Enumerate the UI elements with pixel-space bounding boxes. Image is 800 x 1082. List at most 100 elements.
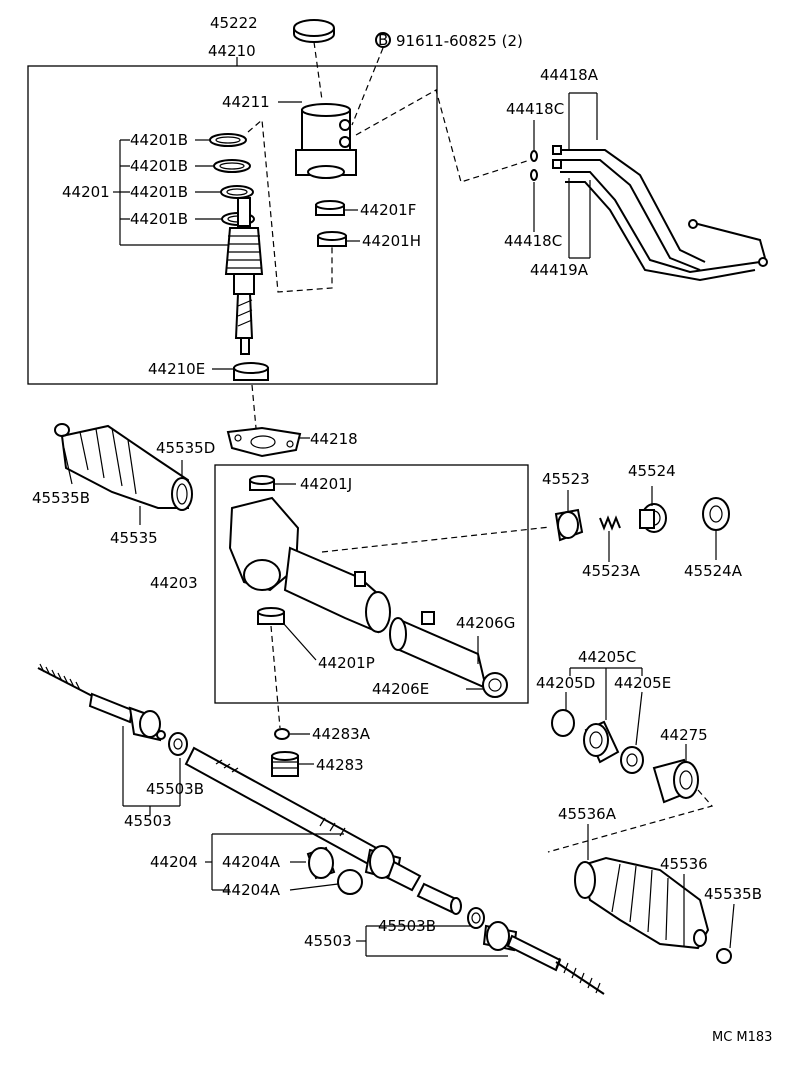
part-45535B-clip-right: [716, 948, 732, 964]
part-44201H-ring: [317, 231, 347, 247]
dash-44275-to-boot: [547, 789, 714, 853]
label-44205D: 44205D: [536, 674, 595, 692]
part-44201B-seal-1: [209, 133, 247, 147]
bolt-mark-letter: B: [378, 31, 388, 49]
box-44203-assembly: [214, 464, 529, 704]
label-44205C: 44205C: [578, 648, 636, 666]
label-45503-left: 45503: [124, 812, 172, 830]
label-91611-60825: 91611-60825 (2): [396, 32, 523, 50]
label-45503-right: 45503: [304, 932, 352, 950]
lead-45535B-right: [729, 903, 735, 949]
label-44205E: 44205E: [614, 674, 671, 692]
dash-bearing-to-gasket: [251, 384, 257, 429]
part-44204A-bush-1: [306, 846, 336, 880]
label-44206G: 44206G: [456, 614, 515, 632]
part-44204-rack: [184, 746, 422, 892]
part-44283-plug: [271, 751, 299, 777]
part-45535-boot-left: [60, 424, 193, 511]
part-44283A-ring: [274, 728, 290, 740]
label-45535D: 45535D: [156, 439, 215, 457]
dash-44201P-to-44283A: [270, 625, 281, 729]
label-44418C-top: 44418C: [506, 100, 564, 118]
lead-44205C-bracket: [569, 667, 643, 720]
lead-44418A: [568, 92, 598, 150]
lead-45503-left-bracket: [122, 726, 181, 807]
label-44201B-3: 44201B: [130, 183, 188, 201]
label-44201B-4: 44201B: [130, 210, 188, 228]
label-44419A: 44419A: [530, 261, 589, 279]
part-45503B-clamp-left: [168, 732, 188, 756]
label-44201J: 44201J: [300, 475, 352, 493]
dash-seal-to-housing: [247, 118, 333, 293]
dash-housing-to-pipes: [355, 89, 531, 183]
label-44204: 44204: [150, 853, 198, 871]
part-45222-cap: [293, 19, 335, 43]
part-44206E-seal: [482, 672, 508, 698]
part-44201B-seal-2: [213, 159, 251, 173]
label-44283: 44283: [316, 756, 364, 774]
label-45536: 45536: [660, 855, 708, 873]
label-45503B-right: 45503B: [378, 917, 436, 935]
label-44283A: 44283A: [312, 725, 371, 743]
part-44210E-bearing: [233, 362, 269, 381]
label-45535B-left: 45535B: [32, 489, 90, 507]
part-44218-gasket: [226, 426, 302, 458]
part-44418C-oring-top: [530, 150, 538, 162]
dash-45222-to-housing: [313, 41, 323, 101]
part-45535B-clip-left: [54, 423, 70, 437]
label-45503B-left: 45503B: [146, 780, 204, 798]
part-45503B-clamp-right: [467, 907, 485, 929]
label-44206E: 44206E: [372, 680, 429, 698]
part-45536-boot-right: [574, 856, 710, 950]
label-44418C-bottom: 44418C: [504, 232, 562, 250]
label-44201P: 44201P: [318, 654, 375, 672]
label-44201H: 44201H: [362, 232, 421, 250]
part-rack-piston: [416, 882, 462, 915]
figure-code: MC M183: [712, 1030, 772, 1045]
label-45524: 45524: [628, 462, 676, 480]
part-44201P-ring: [257, 607, 285, 625]
part-44204A-bush-2: [337, 869, 363, 895]
label-45524A: 45524A: [684, 562, 743, 580]
label-44210: 44210: [208, 42, 256, 60]
label-44201B-2: 44201B: [130, 157, 188, 175]
bolt-marker-circle: [375, 32, 391, 48]
part-44201B-seal-3: [220, 185, 254, 199]
part-44419A-pipe-set: [552, 145, 768, 282]
part-45503-tie-rod-left: [37, 663, 166, 742]
part-44206G-cylinder: [389, 611, 488, 690]
label-45535B-right: 45535B: [704, 885, 762, 903]
label-44204A-1: 44204A: [222, 853, 281, 871]
part-44201F-ring: [315, 200, 345, 216]
label-44204A-2: 44204A: [222, 881, 281, 899]
lead-44205E: [635, 691, 643, 746]
part-44205E-seal: [620, 746, 644, 774]
part-45503-tie-rod-right: [482, 921, 605, 995]
lead-44201P: [283, 623, 317, 661]
label-45536A: 45536A: [558, 805, 617, 823]
lead-44419A: [568, 178, 591, 259]
label-44418A: 44418A: [540, 66, 599, 84]
part-44418C-oring-bottom: [530, 169, 538, 181]
part-44275-end-stopper: [652, 758, 699, 804]
label-44203: 44203: [150, 574, 198, 592]
label-45222: 45222: [210, 14, 258, 32]
label-45523A: 45523A: [582, 562, 641, 580]
label-44218: 44218: [310, 430, 358, 448]
part-44205D-oring: [551, 709, 575, 737]
label-44201B-1: 44201B: [130, 131, 188, 149]
dash-bolt-to-housing: [351, 47, 384, 126]
part-45523-rack-guide: [554, 508, 584, 542]
part-44201-valve-shaft: [224, 197, 264, 355]
dash-housing-to-45523: [321, 526, 551, 553]
lead-44204A-2: [289, 883, 339, 891]
box-44210-assembly: [27, 65, 438, 385]
label-44201: 44201: [62, 183, 110, 201]
part-44211-valve-housing: [295, 103, 357, 179]
part-45523A-spring: [599, 515, 621, 531]
part-45524-adjusting-screw: [639, 503, 667, 533]
label-44275: 44275: [660, 726, 708, 744]
part-44201J-ring: [249, 475, 275, 491]
part-44205-bushing: [583, 720, 620, 764]
